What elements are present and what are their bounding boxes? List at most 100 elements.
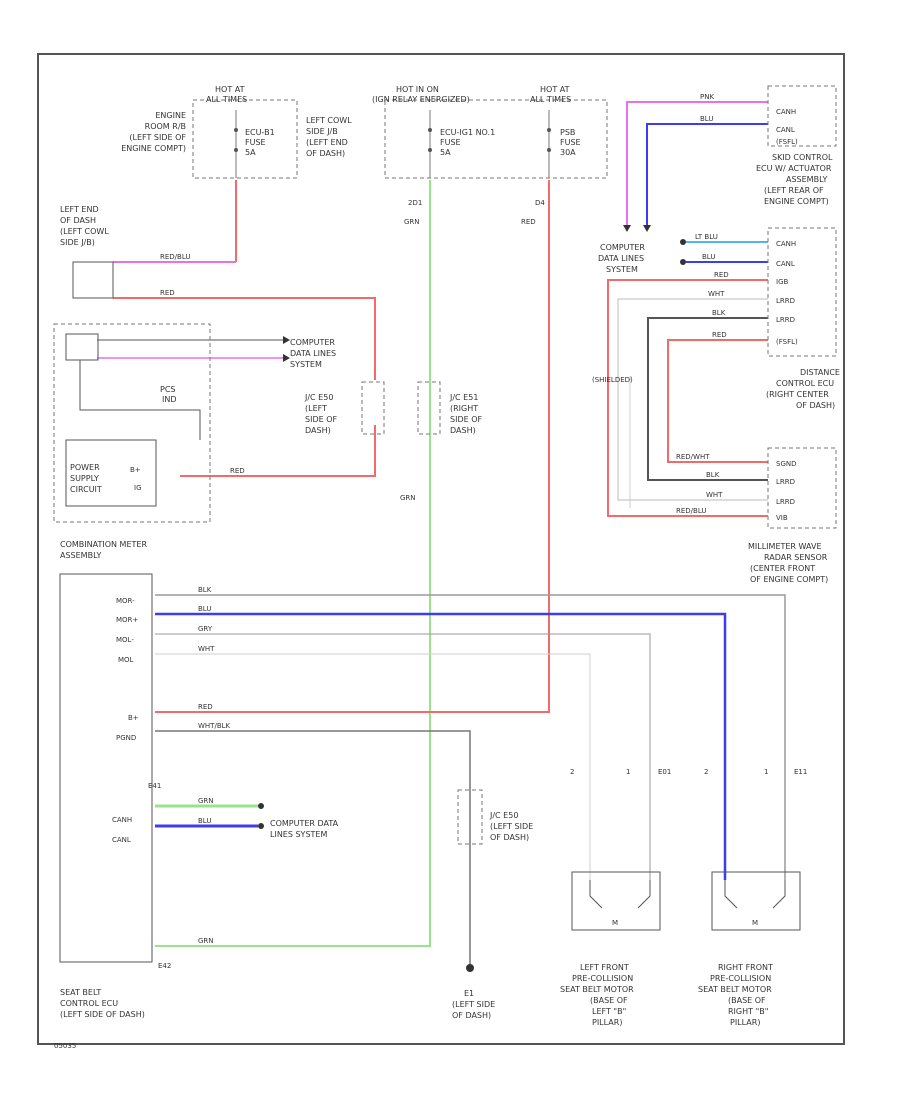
left-end-dash-2: (LEFT COWL (60, 227, 109, 236)
wire-label-red-3: RED (521, 218, 536, 226)
skid-ecu-3: (LEFT REAR OF (764, 186, 824, 195)
conn-e11: E11 (794, 768, 807, 776)
fuse3-amp: 30A (560, 148, 576, 157)
right-motor-2: SEAT BELT MOTOR (698, 985, 772, 994)
wire-sb-mor-minus (155, 594, 786, 880)
left-motor-1: PRE-COLLISION (572, 974, 633, 983)
fuse2-amp: 5A (440, 148, 451, 157)
right-motor-1: PRE-COLLISION (710, 974, 771, 983)
wire-label-blu-1: BLU (700, 115, 713, 123)
left-motor-3: (BASE OF (590, 996, 628, 1005)
jc-e50b-box (457, 789, 483, 845)
power-supply-1: SUPPLY (70, 474, 99, 483)
dist-pin-lrrd2: LRRD (776, 316, 795, 324)
computer-data-1-2: SYSTEM (290, 360, 322, 369)
mm-pin-vib: VIB (776, 514, 788, 522)
jc-e51-box (417, 381, 441, 435)
footer-code: 05035 (54, 1042, 76, 1050)
left-end-dash-1: OF DASH (60, 216, 96, 225)
wire-red-jb-e50 (113, 297, 376, 380)
wire-label-grn-1: GRN (404, 218, 420, 226)
computer-data-1-0: COMPUTER (290, 338, 335, 347)
diagram-border (37, 53, 845, 1045)
skid-ecu-0: SKID CONTROL (772, 153, 833, 162)
wire-dist-lrrd1 (617, 298, 768, 501)
wire-label-red-1: RED (160, 289, 175, 297)
wire-sb-mol (155, 653, 591, 880)
wire-label-wht-1: WHT (708, 290, 725, 298)
mm-pin-lrrd2: LRRD (776, 498, 795, 506)
mm-pin-sgnd: SGND (776, 460, 797, 468)
seat-belt-ecu-2: (LEFT SIDE OF DASH) (60, 1010, 145, 1019)
fuse2-loc-0: LEFT COWL (306, 116, 352, 125)
mm-wave-0: MILLIMETER WAVE (748, 542, 822, 551)
sb-pin-canh: CANH (112, 816, 132, 824)
wire-red-psb (155, 180, 550, 713)
left-cowl-jb-box (72, 261, 114, 299)
sb-pin-mol: MOL (118, 656, 134, 664)
combination-meter-0: COMBINATION METER (60, 540, 147, 549)
power-supply-0: POWER (70, 463, 100, 472)
fuse1-loc-1: ROOM R/B (145, 122, 186, 131)
dist-pin-lrrd1: LRRD (776, 297, 795, 305)
wire-skid-canl (646, 123, 768, 225)
jc-right-0: J/C E51 (449, 393, 478, 402)
left-motor-2: SEAT BELT MOTOR (560, 985, 634, 994)
pin-d4: D4 (535, 199, 545, 207)
wire-sb-mol-minus (155, 633, 651, 880)
fuse1-hot-label2: ALL TIMES (206, 95, 247, 104)
mm-wave-box (767, 447, 837, 529)
seat-belt-ecu-0: SEAT BELT (60, 988, 101, 997)
skid-pin-fsfl: (FSFL) (776, 138, 798, 146)
jc-e50b-1: (LEFT SIDE (490, 822, 533, 831)
skid-ecu-4: ENGINE COMPT) (764, 197, 829, 206)
wire-sb-mor-plus (155, 612, 727, 880)
jc-e50b-0: J/C E50 (489, 811, 518, 820)
ground-1: (LEFT SIDE (452, 1000, 495, 1009)
computer-data-2-2: SYSTEM (606, 265, 638, 274)
wire-label-redwht: RED/WHT (676, 453, 710, 461)
wire-label-gry: GRY (198, 625, 213, 633)
left-motor-0: LEFT FRONT (580, 963, 629, 972)
jc-left-3: DASH) (305, 426, 331, 435)
left-end-dash-3: SIDE J/B) (60, 238, 95, 247)
left-motor-box (571, 871, 661, 931)
mm-wave-1: RADAR SENSOR (764, 553, 828, 562)
combination-meter-box (53, 323, 211, 523)
wire-label-red-5: RED (712, 331, 727, 339)
left-motor-4: LEFT "B" (592, 1007, 626, 1016)
combination-meter-1: ASSEMBLY (60, 551, 101, 560)
dist-pin-fsfl: (FSFL) (776, 338, 798, 346)
jc-right-1: (RIGHT (450, 404, 478, 413)
jc-left-1: (LEFT (305, 404, 327, 413)
fuse2-loc-3: OF DASH) (306, 149, 345, 158)
distance-ecu-1: CONTROL ECU (776, 379, 834, 388)
mm-wave-3: OF ENGINE COMPT) (750, 575, 828, 584)
distance-ecu-2: (RIGHT CENTER (766, 390, 829, 399)
ground-2: OF DASH) (452, 1011, 491, 1020)
pcs-ind-0: PCS (160, 385, 176, 394)
pcs-ind-1: IND (162, 395, 177, 404)
fuse1-amp: 5A (245, 148, 256, 157)
wire-label-blu-2: BLU (702, 253, 715, 261)
meter-pin-bplus: B+ (130, 466, 141, 474)
sb-pin-pgnd: PGND (116, 734, 136, 742)
wire-label-red-6: RED (198, 703, 213, 711)
fuse1-name2: FUSE (245, 138, 266, 147)
wire-label-grn-2: GRN (400, 494, 416, 502)
wire-label-pnk-1: PNK (700, 93, 714, 101)
computer-data-2-1: DATA LINES (598, 254, 644, 263)
right-motor-5: PILLAR) (730, 1018, 760, 1027)
fuse2-name: ECU-IG1 NO.1 (440, 128, 495, 137)
power-supply-2: CIRCUIT (70, 485, 102, 494)
mm-wave-2: (CENTER FRONT (750, 564, 815, 573)
skid-ecu-2: ASSEMBLY (786, 175, 827, 184)
wire-label-red-blu-2: RED/BLU (676, 507, 707, 515)
fuse1-hot-label: HOT AT (215, 85, 245, 94)
fuse2-hot-label2: (IGN RELAY ENERGIZED) (372, 95, 470, 104)
sb-pin-mol-minus: MOL- (116, 636, 134, 644)
sb-pin-bplus: B+ (128, 714, 139, 722)
fuse2-loc-1: SIDE J/B (306, 127, 338, 136)
fuse2-loc-2: (LEFT END (306, 138, 348, 147)
